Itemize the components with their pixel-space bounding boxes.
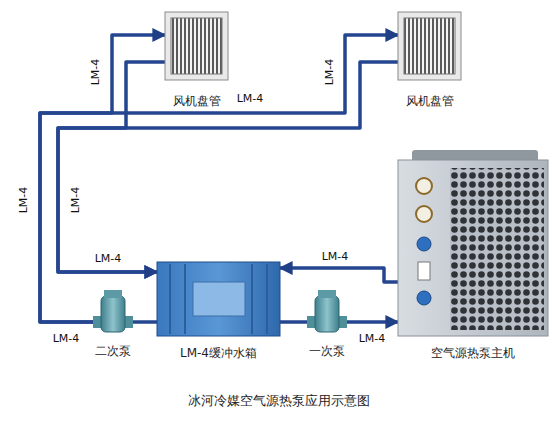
equipment-node: 风机盘管 [165, 12, 228, 108]
pump-illustration [93, 290, 347, 332]
pipe-spec-label: LM-4 [321, 251, 350, 263]
pipe-spec-label: LM-4 [18, 186, 30, 215]
equipment-label: 空气源热泵主机 [431, 346, 515, 360]
pipe-spec-label: LM-4 [358, 333, 387, 345]
heat-pump-illustration [398, 150, 548, 336]
pipe-spec-label: LM-4 [52, 333, 81, 345]
buffer-tank-illustration [157, 262, 280, 336]
water-pipe [58, 62, 398, 272]
equipment-node: LM-4缓冲水箱 [157, 262, 280, 360]
caption: 冰河冷媒空气源热泵应用示意图 [0, 392, 558, 410]
pipe-spec-label: LM-4 [90, 58, 102, 87]
equipment-node: 风机盘管 [398, 12, 461, 108]
water-pipe [58, 62, 165, 272]
water-pipe [280, 320, 307, 324]
pipe-spec-label: LM-4 [324, 58, 336, 87]
pipe-spec-label: LM-4 [236, 93, 265, 105]
equipment-node: 空气源热泵主机 [398, 148, 548, 360]
equipment-node: 二次泵 [93, 290, 133, 358]
water-pipe [133, 320, 157, 324]
pipe-spec-label: LM-4 [70, 186, 82, 215]
water-pipe [280, 268, 398, 282]
equipment-label: 风机盘管 [406, 94, 454, 108]
equipment-label: 一次泵 [309, 344, 345, 358]
pipe-spec-label: LM-4 [94, 253, 123, 265]
equipment-label: 二次泵 [95, 344, 131, 358]
equipment-node: 一次泵 [307, 290, 347, 358]
fan-coil-illustration [165, 12, 461, 80]
equipment-label: LM-4缓冲水箱 [180, 346, 257, 360]
equipment-label: 风机盘管 [173, 94, 221, 108]
water-pipe [347, 320, 398, 324]
